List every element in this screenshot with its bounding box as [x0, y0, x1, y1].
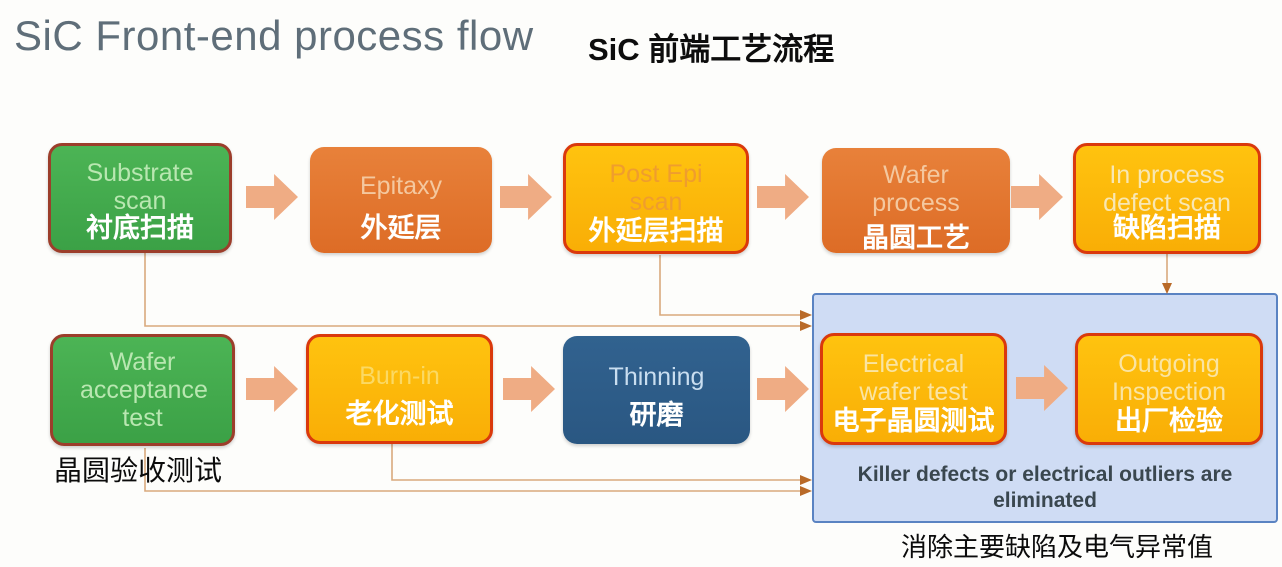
arrowhead-icon	[800, 486, 812, 496]
arrowhead-icon	[1162, 283, 1172, 294]
wafer-acceptance-test-label-zh: 晶圆验收测试	[54, 455, 223, 486]
node-label-zh: 电子晶圆测试	[832, 406, 995, 436]
node-label-en: Thinning	[608, 363, 705, 391]
node-electrical-wafer-test: Electrical wafer test 电子晶圆测试	[820, 333, 1007, 445]
node-label-en: Wafer process	[872, 160, 960, 217]
node-label-en: Burn-in	[359, 362, 440, 390]
arrowhead-icon	[800, 321, 812, 331]
node-label-zh: 老化测试	[345, 399, 454, 429]
node-burn-in: Burn-in 老化测试	[306, 334, 493, 444]
node-label-zh: 外延层	[360, 213, 442, 243]
node-label-en: In process defect scan	[1103, 160, 1231, 217]
node-label-en: Post Epi scan	[609, 159, 703, 216]
panel-note: Killer defects or electrical outliers ar…	[857, 463, 1233, 513]
node-label-en: Electrical wafer test	[859, 350, 968, 406]
node-post-epi-scan: Post Epi scan 外延层扫描	[563, 143, 749, 254]
arrowhead-icon	[800, 310, 812, 320]
page-title-chinese: SiC 前端工艺流程	[588, 32, 835, 67]
node-label-en: Epitaxy	[360, 172, 442, 200]
node-label-zh: 出厂检验	[1115, 406, 1223, 436]
node-thinning: Thinning 研磨	[563, 336, 750, 444]
connector-burnin-to-panel	[391, 444, 801, 481]
node-label-zh: 晶圆工艺	[862, 223, 970, 253]
connector-wat-to-panel	[144, 448, 801, 492]
node-label-zh: 缺陷扫描	[1113, 213, 1221, 243]
node-in-process-defect-scan: In process defect scan 缺陷扫描	[1073, 143, 1261, 254]
node-outgoing-inspection: Outgoing Inspection 出厂检验	[1075, 333, 1263, 445]
node-label-en: Outgoing Inspection	[1112, 350, 1226, 406]
node-label-en: Wafer acceptance test	[80, 348, 208, 432]
node-label-zh: 外延层扫描	[588, 216, 724, 246]
arrowhead-icon	[800, 475, 812, 485]
node-label-zh: 衬底扫描	[86, 213, 194, 243]
page-title: SiC Front-end process flow	[14, 12, 534, 59]
node-wafer-process: Wafer process 晶圆工艺	[822, 148, 1010, 253]
node-substrate-scan: Substrate scan 衬底扫描	[48, 143, 232, 253]
panel-note-zh: 消除主要缺陷及电气异常值	[900, 532, 1213, 562]
node-label-en: Substrate scan	[86, 159, 194, 215]
node-wafer-acceptance-test: Wafer acceptance test	[50, 334, 235, 446]
node-epitaxy: Epitaxy 外延层	[310, 147, 492, 253]
connector-postepi-to-panel	[659, 255, 801, 316]
node-label-zh: 研磨	[629, 400, 684, 430]
connector-substrate-to-panel	[144, 252, 801, 327]
